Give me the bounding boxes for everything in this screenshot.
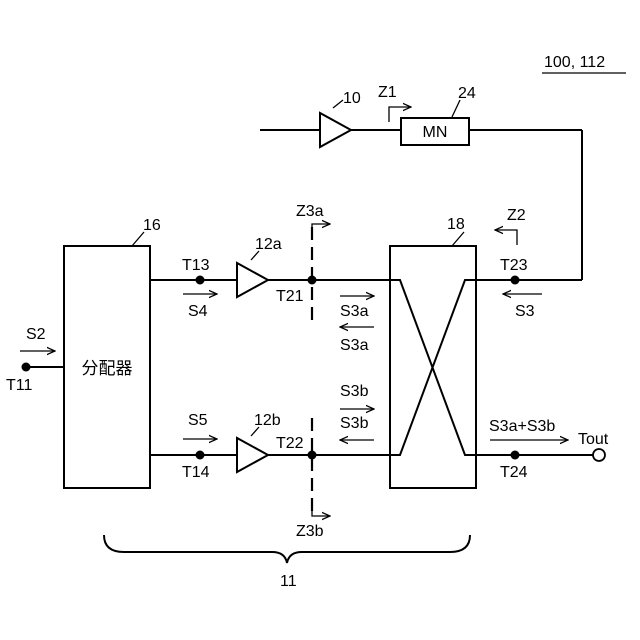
- matching-network-label: MN: [423, 124, 448, 141]
- z3a-arrow: [312, 224, 330, 234]
- group-brace: [104, 535, 470, 563]
- s5-label: S5: [188, 412, 208, 429]
- terminal-t13: [196, 276, 205, 285]
- terminal-t14: [196, 451, 205, 460]
- z2-arrow: [495, 230, 517, 245]
- z3a-label: Z3a: [296, 203, 324, 220]
- amplifier-10: [320, 113, 351, 147]
- coupler-ref-label: 18: [447, 216, 465, 233]
- t21-label: T21: [276, 288, 304, 305]
- amplifier-12a: [237, 263, 268, 297]
- sum-signal-label: S3a+S3b: [489, 418, 555, 435]
- tout-label: Tout: [578, 431, 609, 448]
- z3b-label: Z3b: [296, 523, 324, 540]
- figure-ref-label: 100, 112: [544, 54, 605, 71]
- amp10-leader: [333, 100, 343, 108]
- t13-label: T13: [182, 257, 210, 274]
- amplifier-12b: [237, 438, 268, 472]
- z3b-arrow: [312, 506, 330, 516]
- amp12a-label: 12a: [255, 236, 282, 253]
- s3a-reflected-label: S3a: [340, 337, 369, 354]
- z2-label: Z2: [507, 207, 526, 224]
- s3-label: S3: [515, 303, 535, 320]
- terminal-tout: [593, 449, 605, 461]
- coupler-leader: [452, 232, 464, 246]
- distributor-label: 分配器: [82, 359, 133, 378]
- group-ref-label: 11: [280, 573, 297, 590]
- amp10-label: 10: [343, 90, 361, 107]
- s3b-forward-label: S3b: [340, 383, 369, 400]
- mn-leader: [452, 100, 460, 117]
- s3a-forward-label: S3a: [340, 303, 369, 320]
- s4-label: S4: [188, 303, 208, 320]
- t23-label: T23: [500, 257, 528, 274]
- amp12b-label: 12b: [254, 412, 281, 429]
- t11-label: T11: [6, 377, 32, 394]
- t14-label: T14: [182, 464, 210, 481]
- t22-label: T22: [276, 435, 304, 452]
- terminal-t24: [511, 451, 520, 460]
- s2-label: S2: [26, 326, 46, 343]
- t24-label: T24: [500, 464, 528, 481]
- distributor-leader: [132, 232, 144, 246]
- mn-ref-label: 24: [458, 85, 476, 102]
- distributor-ref-label: 16: [143, 217, 161, 234]
- s3b-reflected-label: S3b: [340, 415, 369, 432]
- z1-label: Z1: [378, 84, 397, 101]
- terminal-t23: [511, 276, 520, 285]
- terminal-t11: [22, 363, 31, 372]
